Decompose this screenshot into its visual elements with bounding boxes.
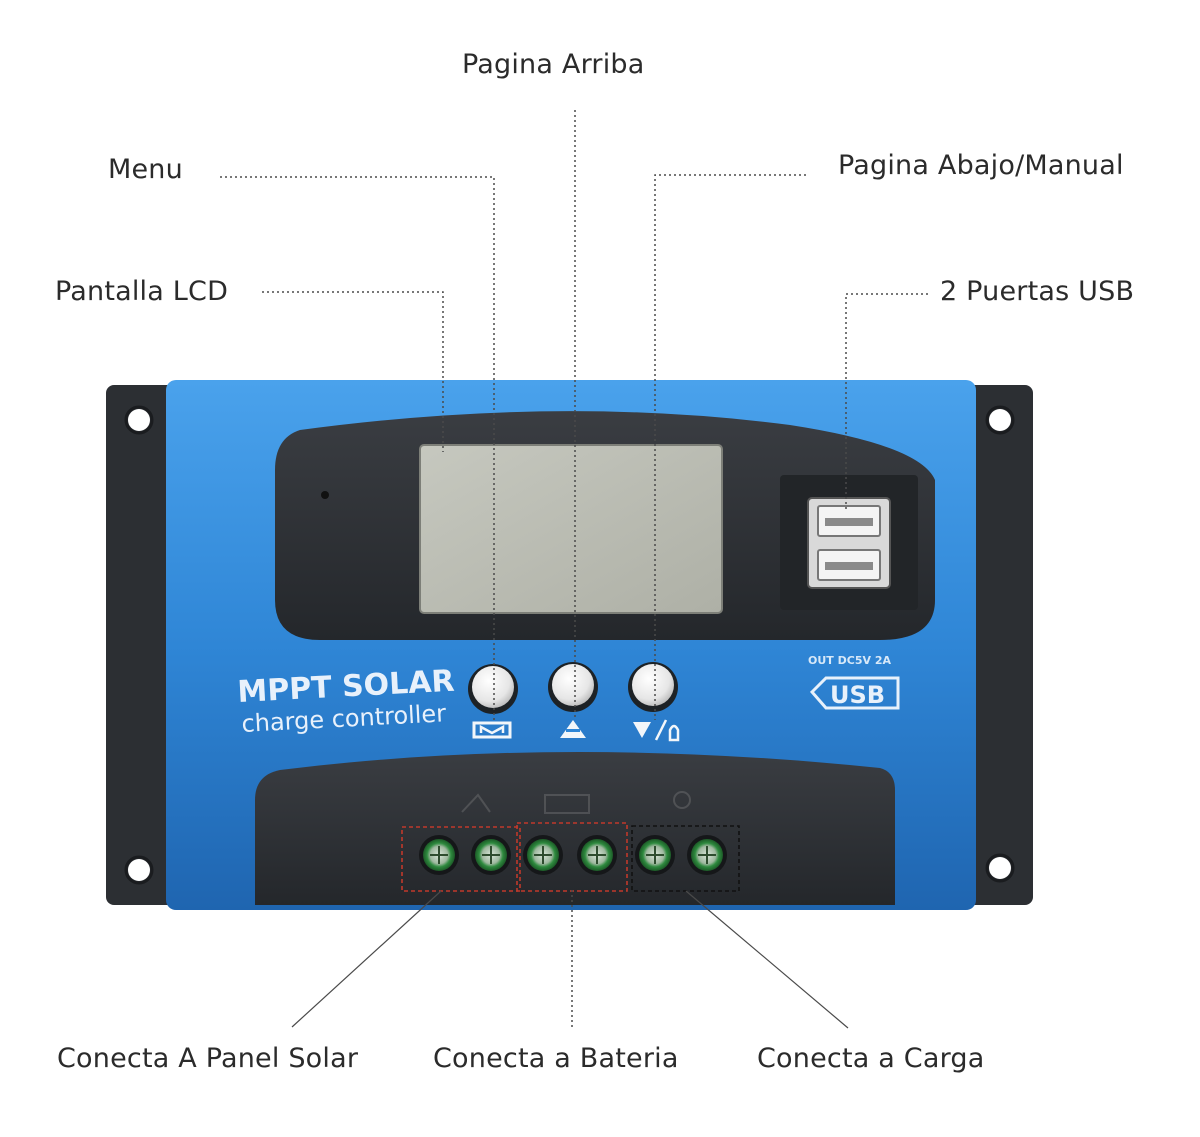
solar-terminal-group: [401, 826, 521, 892]
usb-ports: [780, 475, 918, 610]
usb-logo: USB: [809, 676, 900, 710]
lcd-screen: [419, 444, 723, 614]
terminal-screw[interactable]: [577, 835, 617, 875]
status-led: [321, 491, 329, 499]
terminal-screw[interactable]: [635, 835, 675, 875]
load-terminal-group: [631, 825, 740, 892]
label-page-down-manual: Pagina Abajo/Manual: [838, 150, 1124, 181]
label-connect-solar-panel: Conecta A Panel Solar: [57, 1043, 359, 1074]
label-menu: Menu: [108, 154, 183, 185]
up-arrow-icon: [560, 720, 586, 738]
right-mounting-flange: [965, 385, 1033, 905]
usb-rating-text: OUT DC5V 2A: [808, 654, 891, 667]
label-lcd-screen: Pantalla LCD: [55, 276, 229, 307]
leader-lcd: [262, 291, 444, 452]
terminal-symbols: [461, 791, 691, 814]
leader-usb: [845, 293, 928, 510]
leader-lines: [220, 110, 928, 1028]
label-usb-ports: 2 Puertas USB: [940, 276, 1135, 307]
svg-text:USB: USB: [830, 681, 885, 709]
label-connect-load: Conecta a Carga: [757, 1043, 985, 1074]
up-button[interactable]: [548, 662, 598, 738]
menu-button[interactable]: [468, 664, 518, 739]
leader-page-down: [654, 174, 806, 720]
left-mounting-flange: [106, 385, 176, 905]
menu-icon: [472, 721, 512, 739]
down-manual-button[interactable]: [628, 662, 680, 742]
terminal-screw[interactable]: [419, 835, 459, 875]
label-page-up: Pagina Arriba: [462, 49, 645, 80]
leader-menu: [220, 176, 495, 720]
terminal-screw[interactable]: [471, 835, 511, 875]
terminals: [419, 835, 727, 875]
terminal-screw[interactable]: [523, 835, 563, 875]
down-arrow-manual-icon: [633, 719, 680, 742]
leader-solar: [291, 890, 442, 1028]
leader-load: [685, 890, 849, 1029]
terminal-screw[interactable]: [687, 835, 727, 875]
terminal-block: [255, 751, 895, 905]
leader-lines-solid: [291, 890, 849, 1029]
label-connect-battery: Conecta a Bateria: [433, 1043, 679, 1074]
